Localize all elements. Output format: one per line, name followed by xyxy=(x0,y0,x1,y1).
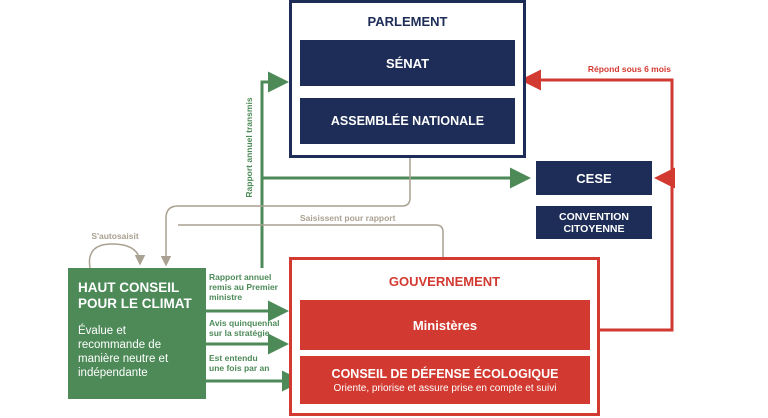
haut-conseil-climat-box: HAUT CONSEIL POUR LE CLIMAT Évalue et re… xyxy=(68,268,206,399)
hcc-description: Évalue et recommande de manière neutre e… xyxy=(78,325,169,379)
conseil-defense-ecologique-box: CONSEIL DE DÉFENSE ÉCOLOGIQUE Oriente, p… xyxy=(300,356,590,404)
cese-box: CESE xyxy=(536,161,652,195)
label-repond-6-mois: Répond sous 6 mois xyxy=(587,64,671,74)
conseil-defense-description: Oriente, priorise et assure prise en com… xyxy=(333,382,557,394)
conseil-defense-title: CONSEIL DE DÉFENSE ÉCOLOGIQUE xyxy=(331,366,559,381)
arrow-repond xyxy=(520,69,674,332)
arrow-saisine-gouvernement xyxy=(178,224,444,258)
arrow-rapport-parlement xyxy=(260,71,289,268)
arrow-autosaisine xyxy=(88,243,146,269)
label-autosaisit: S'autosaisit xyxy=(91,231,139,241)
hcc-title: HAUT CONSEIL POUR LE CLIMAT xyxy=(78,280,192,311)
parlement-title: PARLEMENT xyxy=(367,14,448,29)
ministeres-box: Ministères xyxy=(300,300,590,350)
gouvernement-frame: GOUVERNEMENT Ministères CONSEIL DE DÉFEN… xyxy=(289,257,600,416)
parlement-frame: PARLEMENT SÉNAT ASSEMBLÉE NATIONALE xyxy=(289,0,526,158)
label-rapport-remis: Rapport annuel remis au Premier ministre xyxy=(209,272,278,302)
label-avis-quinquennal: Avis quinquennal sur la stratégie xyxy=(209,318,280,338)
convention-citoyenne-box: CONVENTION CITOYENNE xyxy=(536,206,652,239)
label-rapport-annuel-transmis: Rapport annuel transmis xyxy=(244,97,254,198)
label-saisissent-rapport: Saisissent pour rapport xyxy=(300,213,396,223)
arrow-saisine-parlement xyxy=(160,158,411,267)
senat-box: SÉNAT xyxy=(300,40,515,86)
gouvernement-title: GOUVERNEMENT xyxy=(388,274,501,289)
label-entendu: Est entendu une fois par an xyxy=(209,353,270,373)
assemblee-nationale-box: ASSEMBLÉE NATIONALE xyxy=(300,98,515,144)
